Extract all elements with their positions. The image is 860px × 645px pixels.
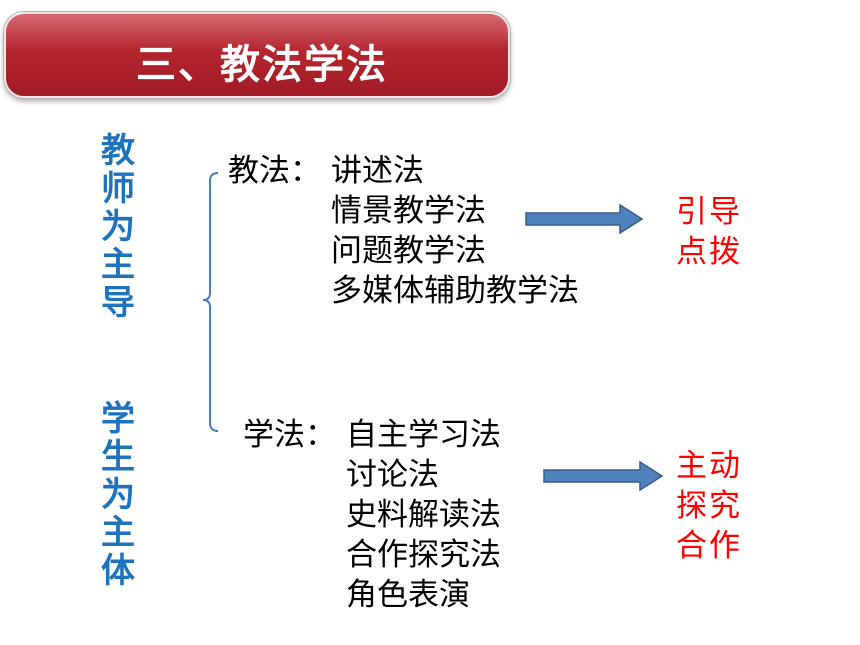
student-label-char: 生 (101, 437, 135, 477)
student-label-char: 为 (101, 475, 135, 515)
student-centered-label: 学 生 为 主 体 (94, 400, 142, 590)
learning-method: 史料解读法 (346, 497, 501, 533)
teacher-led-label: 教 师 为 主 导 (94, 132, 142, 322)
title-banner: 三、教法学法 (4, 12, 510, 98)
student-label-char: 体 (101, 551, 135, 591)
teaching-method: 多媒体辅助教学法 (331, 273, 579, 309)
teacher-label-char: 导 (101, 283, 135, 323)
teaching-outcome: 引导 (676, 194, 742, 230)
learning-method: 角色表演 (346, 577, 470, 613)
teacher-label-char: 为 (101, 207, 135, 247)
teaching-method: 讲述法 (331, 153, 424, 189)
learning-arrow (543, 460, 664, 492)
learning-method: 讨论法 (346, 457, 439, 493)
learning-method: 合作探究法 (346, 537, 501, 573)
learning-heading: 学法： (243, 417, 336, 453)
teaching-method: 情景教学法 (331, 193, 486, 229)
teaching-heading: 教法： (228, 153, 321, 189)
teaching-arrow (525, 203, 644, 235)
learning-method: 自主学习法 (346, 417, 501, 453)
learning-outcome: 主动 (676, 448, 742, 484)
learning-outcome: 探究 (676, 488, 742, 524)
teaching-outcome: 点拨 (676, 234, 742, 270)
left-brace (202, 172, 219, 432)
page-title: 三、教法学法 (136, 42, 388, 88)
teacher-label-char: 主 (101, 245, 135, 285)
teacher-label-char: 师 (101, 169, 135, 209)
teacher-label-char: 教 (101, 131, 135, 171)
student-label-char: 主 (101, 513, 135, 553)
learning-outcome: 合作 (676, 528, 742, 564)
teaching-method: 问题教学法 (331, 233, 486, 269)
student-label-char: 学 (101, 399, 135, 439)
